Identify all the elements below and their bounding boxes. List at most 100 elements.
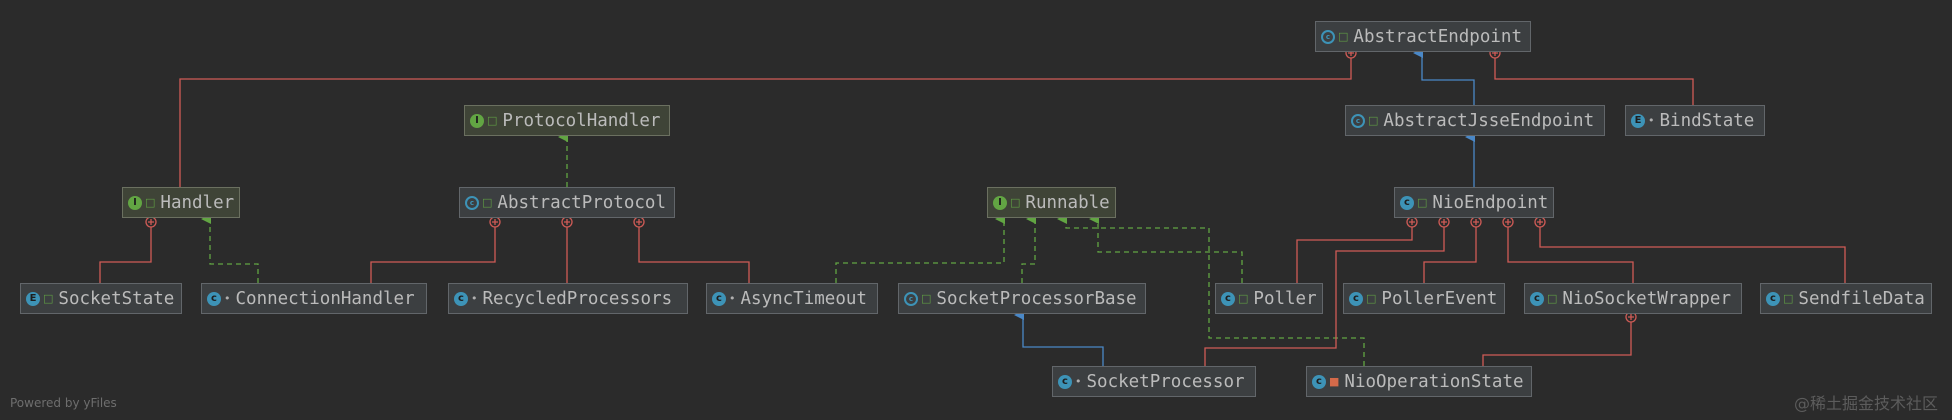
node-label: SocketState	[58, 288, 175, 309]
inner-edge-sendfile-data-to-nio-endpoint	[1539, 226, 1846, 283]
public-visibility-icon: □	[1010, 196, 1021, 209]
public-visibility-icon: □	[145, 196, 156, 209]
node-label: ConnectionHandler	[235, 288, 415, 309]
plus-icon	[1628, 314, 1634, 320]
implements-edge-poller-to-runnable	[1089, 214, 1243, 283]
inner-edge-connection-handler-to-abstract-protocol	[370, 226, 496, 283]
node-label: SocketProcessor	[1086, 371, 1245, 392]
inner-edge-socket-state-to-handler	[99, 226, 152, 283]
public-visibility-icon: □	[43, 292, 54, 305]
plus-icon	[1409, 219, 1415, 225]
abstract-class-icon: c	[465, 195, 479, 210]
node-recycled-processors[interactable]: c•RecycledProcessors	[448, 283, 688, 314]
package-visibility-icon: •	[1075, 375, 1082, 388]
powered-by-credit: Powered by yFiles	[10, 396, 117, 410]
node-bind-state[interactable]: E•BindState	[1625, 105, 1765, 136]
node-label: Handler	[160, 192, 235, 213]
inner-edge-poller-event-to-nio-endpoint	[1423, 226, 1477, 283]
package-visibility-icon: •	[729, 292, 736, 305]
node-socket-processor[interactable]: c• SocketProcessor	[1052, 366, 1256, 397]
node-label: ProtocolHandler	[502, 110, 661, 131]
node-abstract-protocol[interactable]: c□ AbstractProtocol	[459, 187, 675, 218]
public-visibility-icon: □	[487, 114, 498, 127]
plus-icon	[1537, 219, 1543, 225]
public-visibility-icon: □	[1547, 292, 1558, 305]
class-icon: c	[1530, 291, 1544, 306]
class-icon: c	[1221, 291, 1235, 306]
node-nio-socket-wrapper[interactable]: c□ NioSocketWrapper	[1524, 283, 1742, 314]
class-icon: c	[1400, 195, 1414, 210]
node-label: AbstractEndpoint	[1353, 26, 1522, 47]
node-label: AbstractJsseEndpoint	[1383, 110, 1595, 131]
class-icon: c	[1312, 374, 1326, 389]
node-poller[interactable]: c□Poller	[1215, 283, 1323, 314]
implements-edge-async-timeout-to-runnable	[835, 214, 1005, 283]
public-visibility-icon: □	[1366, 292, 1377, 305]
inner-marker-layer	[145, 47, 1637, 323]
node-label: NioEndpoint	[1432, 192, 1549, 213]
inner-edge-async-timeout-to-abstract-protocol	[638, 226, 750, 283]
node-label: SendfileData	[1798, 288, 1925, 309]
watermark: @稀土掘金技术社区	[1793, 394, 1938, 413]
public-visibility-icon: □	[1238, 292, 1249, 305]
inner-edge-socket-processor-to-nio-endpoint	[1204, 226, 1445, 366]
class-icon: c	[207, 291, 221, 306]
public-visibility-icon: □	[921, 292, 932, 305]
node-label: Runnable	[1025, 192, 1110, 213]
node-protocol-handler[interactable]: I□ ProtocolHandler	[464, 105, 670, 136]
implements-edge-nio-operation-state-to-runnable	[1057, 214, 1365, 366]
inner-edge-handler-to-abstract-endpoint	[179, 57, 1352, 187]
private-visibility-icon: ■	[1329, 375, 1340, 388]
public-visibility-icon: □	[482, 196, 493, 209]
node-sendfile-data[interactable]: c□ SendfileData	[1760, 283, 1932, 314]
plus-icon	[1505, 219, 1511, 225]
node-socket-state[interactable]: E□ SocketState	[20, 283, 182, 314]
node-handler[interactable]: I□ Handler	[122, 187, 240, 218]
node-abstract-jsse-endpoint[interactable]: c□ AbstractJsseEndpoint	[1345, 105, 1605, 136]
node-nio-operation-state[interactable]: c■NioOperationState	[1306, 366, 1532, 397]
implements-edge-connection-handler-to-handler	[201, 214, 259, 283]
extends-edge-abstract-jsse-endpoint-to-abstract-endpoint	[1413, 48, 1475, 105]
public-visibility-icon: □	[1783, 292, 1794, 305]
interface-icon: I	[993, 195, 1007, 210]
public-visibility-icon: □	[1417, 196, 1428, 209]
class-icon: c	[454, 291, 468, 306]
package-visibility-icon: •	[224, 292, 231, 305]
interface-icon: I	[470, 113, 484, 128]
edge-layer	[99, 48, 1846, 366]
node-label: AsyncTimeout	[740, 288, 867, 309]
class-icon: c	[1766, 291, 1780, 306]
inner-edge-nio-operation-state-to-nio-socket-wrapper	[1482, 321, 1632, 366]
node-label: RecycledProcessors	[482, 288, 673, 309]
plus-icon	[148, 219, 154, 225]
enum-icon: E	[26, 291, 40, 306]
inner-edge-poller-to-nio-endpoint	[1296, 226, 1413, 283]
extends-edge-socket-processor-to-socket-processor-base	[1014, 310, 1104, 366]
public-visibility-icon: □	[1338, 30, 1349, 43]
node-nio-endpoint[interactable]: c□ NioEndpoint	[1394, 187, 1554, 218]
inner-edge-bind-state-to-abstract-endpoint	[1494, 57, 1694, 105]
node-label: AbstractProtocol	[497, 192, 666, 213]
node-label: PollerEvent	[1381, 288, 1498, 309]
class-icon: c	[1058, 374, 1072, 389]
node-label: SocketProcessorBase	[936, 288, 1137, 309]
package-visibility-icon: •	[1648, 114, 1655, 127]
node-runnable[interactable]: I□ Runnable	[987, 187, 1116, 218]
plus-icon	[564, 219, 570, 225]
plus-icon	[636, 219, 642, 225]
abstract-class-icon: c	[1351, 113, 1365, 128]
node-async-timeout[interactable]: c•AsyncTimeout	[706, 283, 878, 314]
plus-icon	[1473, 219, 1479, 225]
node-label: NioSocketWrapper	[1562, 288, 1731, 309]
plus-icon	[1441, 219, 1447, 225]
plus-icon	[492, 219, 498, 225]
node-connection-handler[interactable]: c• ConnectionHandler	[201, 283, 427, 314]
node-abstract-endpoint[interactable]: c□AbstractEndpoint	[1315, 21, 1531, 52]
interface-icon: I	[128, 195, 142, 210]
abstract-class-icon: c	[904, 291, 918, 306]
inner-edge-nio-socket-wrapper-to-nio-endpoint	[1507, 226, 1634, 283]
node-poller-event[interactable]: c□PollerEvent	[1343, 283, 1505, 314]
public-visibility-icon: □	[1368, 114, 1379, 127]
node-socket-processor-base[interactable]: c□ SocketProcessorBase	[898, 283, 1146, 314]
